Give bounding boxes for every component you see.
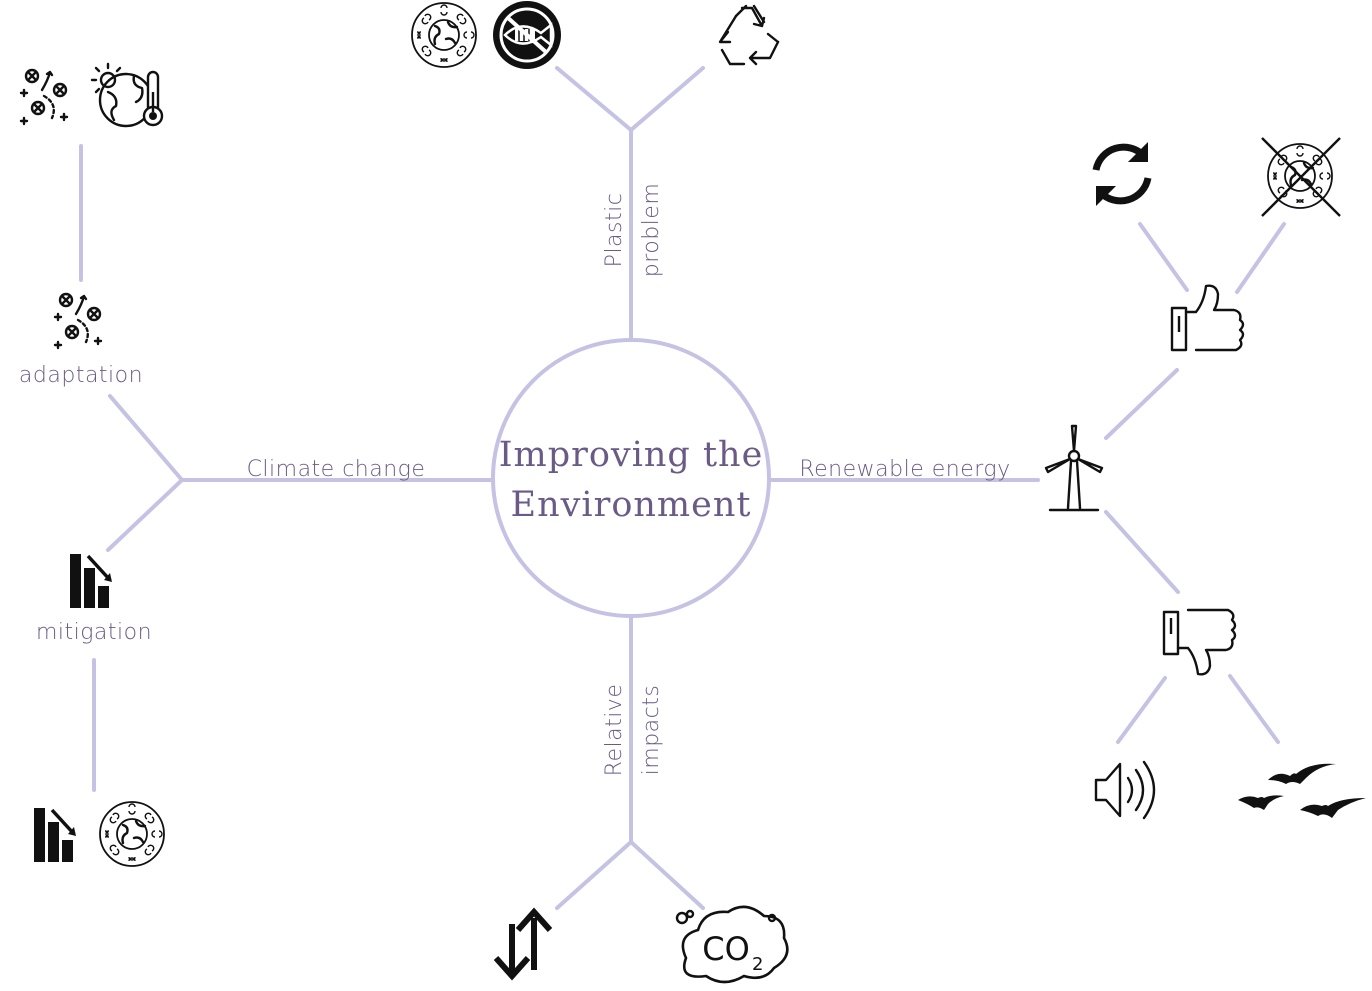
refresh-icon	[1092, 142, 1152, 206]
bar-chart-down-icon	[32, 806, 78, 864]
branch-pros-right	[1235, 222, 1286, 294]
branch-mitigation	[106, 478, 184, 552]
speaker-icon	[1094, 760, 1156, 820]
label-renewable-energy: Renewable energy	[799, 457, 1010, 482]
mitigation-bar-chart-down-icon	[68, 552, 114, 610]
label-adaptation: adaptation	[19, 363, 143, 388]
label-mitigation: mitigation	[36, 620, 152, 645]
center-node	[491, 338, 771, 618]
up-down-arrows-icon	[493, 907, 553, 981]
label-climate-change: Climate change	[247, 457, 426, 482]
strategy-icon	[19, 68, 69, 126]
thumbs-down-icon	[1162, 608, 1237, 676]
globe-recycle-icon	[410, 1, 478, 69]
center-title-line1: Improving the	[499, 435, 764, 475]
no-plastic-fish-icon	[493, 1, 561, 69]
center-title-line2: Environment	[511, 485, 752, 525]
globe-crossed-icon	[1261, 137, 1341, 217]
branch-adaptation	[108, 394, 184, 482]
co2-subscript: 2	[752, 954, 763, 975]
label-plastic-line1: Plastic	[602, 193, 627, 268]
branch-renewable-cons	[1104, 510, 1180, 594]
co2-text: CO	[702, 930, 750, 968]
branch-cons-left	[1116, 676, 1167, 744]
branch-renewable-pros	[1104, 368, 1179, 440]
adaptation-strategy-icon	[53, 292, 103, 350]
branch-cons-right	[1228, 674, 1280, 744]
wind-turbine-icon	[1044, 424, 1104, 512]
branch-plastic-right	[629, 66, 705, 132]
branch-impacts-right	[629, 840, 705, 910]
branch-impacts-left	[555, 840, 633, 910]
globe-thermometer-icon	[90, 62, 164, 128]
branch-pros-left	[1138, 222, 1189, 292]
branch-plastic-left	[555, 66, 633, 132]
co2-cloud-icon: CO 2	[675, 905, 789, 984]
label-plastic-line2: problem	[639, 183, 664, 278]
birds-icon	[1238, 763, 1366, 818]
recycle-icon	[718, 4, 780, 66]
thumbs-up-icon	[1170, 284, 1245, 352]
globe-recycle-icon	[98, 800, 166, 868]
label-relative-line1: Relative	[602, 684, 627, 777]
label-relative-line2: impacts	[639, 685, 664, 776]
